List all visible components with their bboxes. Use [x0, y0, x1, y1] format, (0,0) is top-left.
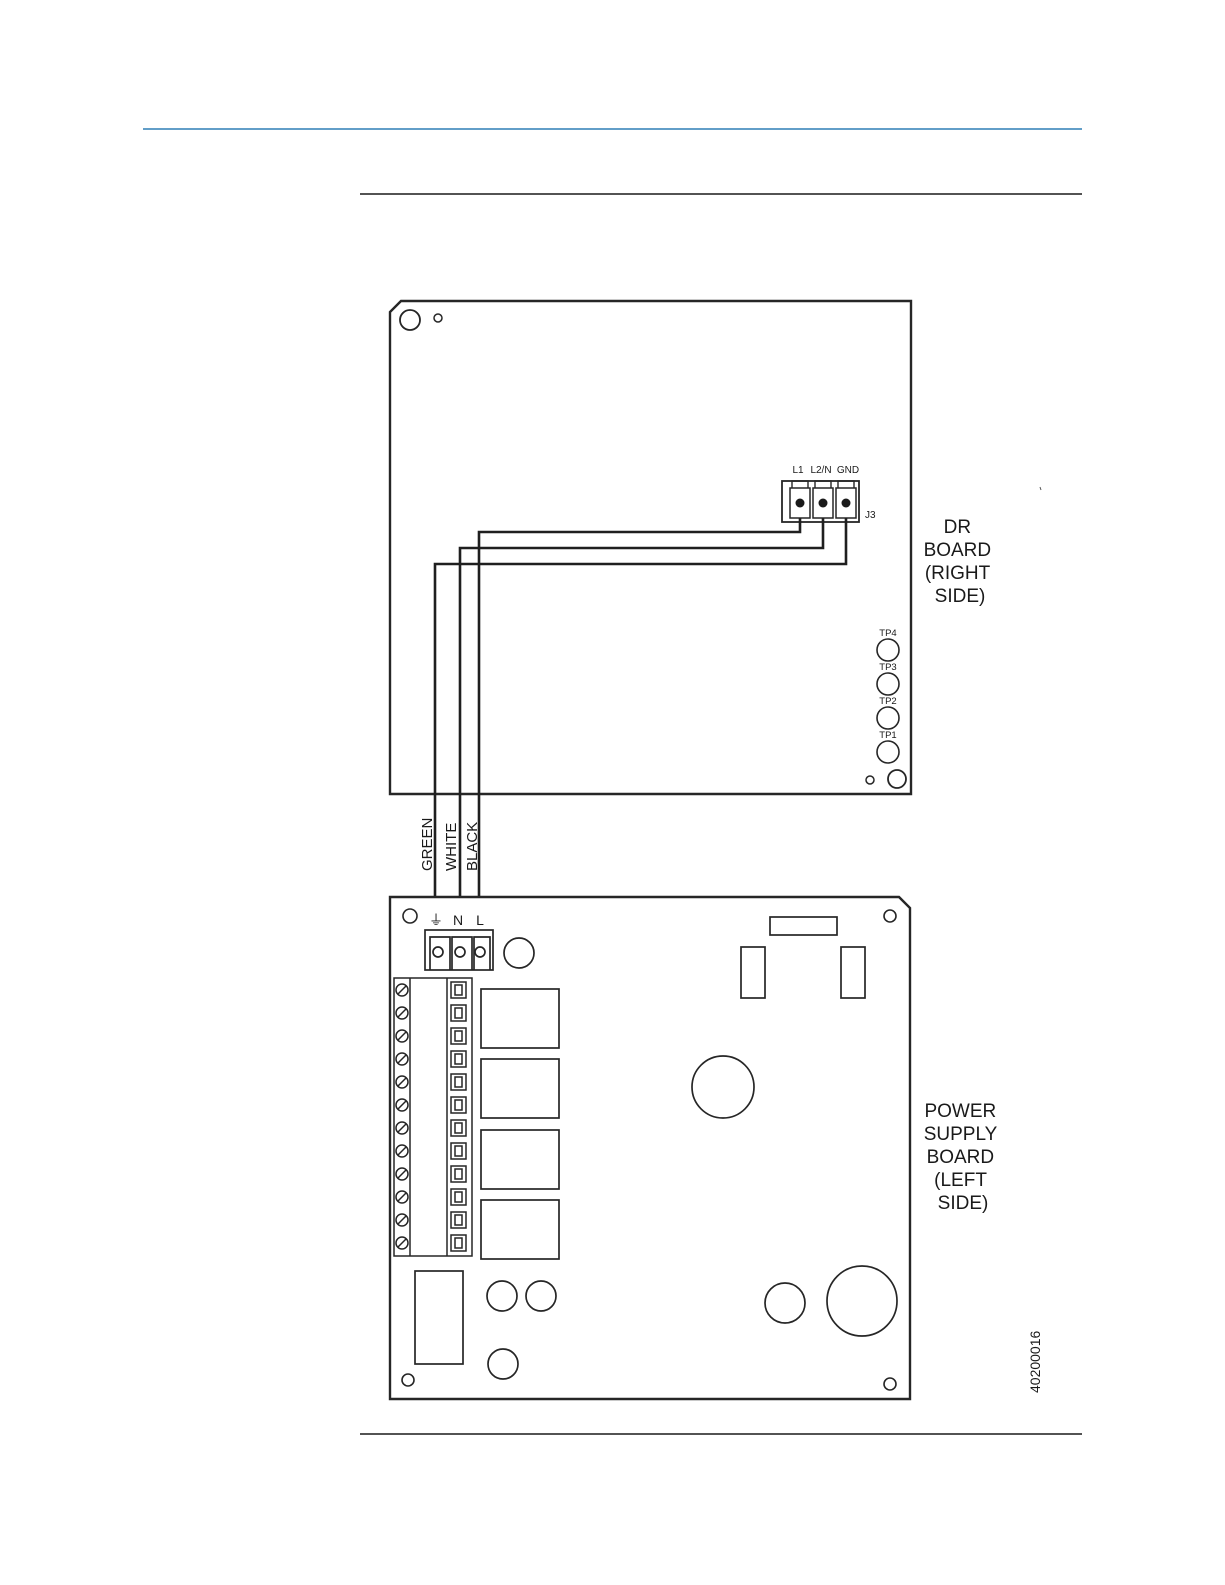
j3-pin-gnd — [842, 499, 851, 508]
psb-label-line: (LEFT — [934, 1170, 987, 1191]
psb-label-line: SUPPLY — [924, 1124, 998, 1145]
dr-board-label-line: DR — [944, 517, 971, 538]
power-supply-board-outline — [390, 897, 910, 1399]
test-point-label-tp1: TP1 — [879, 730, 896, 741]
power-supply-board — [390, 897, 910, 1399]
j3-pin-label-l1: L1 — [792, 465, 804, 476]
dr-board-label: DR BOARD (RIGHT SIDE) — [924, 517, 997, 607]
j3-connector — [782, 481, 859, 522]
j3-pin-l2n — [819, 499, 828, 508]
figure-id: 40200016 — [1027, 1330, 1043, 1393]
psb-pin-label-neutral: N — [453, 912, 463, 928]
wire-label-white: WHITE — [443, 823, 460, 871]
power-supply-board-label: POWER SUPPLY BOARD (LEFT SIDE) — [924, 1101, 1003, 1214]
dr-board-label-line: (RIGHT — [925, 563, 991, 584]
wire-label-green: GREEN — [419, 818, 436, 871]
psb-pin-label-ground: ⏚ — [429, 912, 443, 928]
psb-label-line: POWER — [924, 1101, 996, 1122]
psb-label-line: BOARD — [927, 1147, 995, 1168]
j3-pin-label-l2n: L2/N — [810, 465, 831, 476]
j3-designator: J3 — [865, 510, 876, 521]
test-point-label-tp3: TP3 — [879, 662, 896, 673]
stray-mark — [1040, 487, 1041, 490]
psb-input-terminal — [425, 930, 493, 970]
psb-label-line: SIDE) — [938, 1193, 989, 1214]
psb-pin-label-line: L — [476, 912, 484, 928]
j3-pin-l1 — [796, 499, 805, 508]
test-point-label-tp2: TP2 — [879, 696, 896, 707]
dr-board-label-line: BOARD — [924, 540, 992, 561]
j3-pin-label-gnd: GND — [837, 465, 859, 476]
test-point-label-tp4: TP4 — [879, 628, 896, 639]
wire-label-black: BLACK — [464, 822, 481, 871]
dr-board-label-line: SIDE) — [935, 586, 986, 607]
